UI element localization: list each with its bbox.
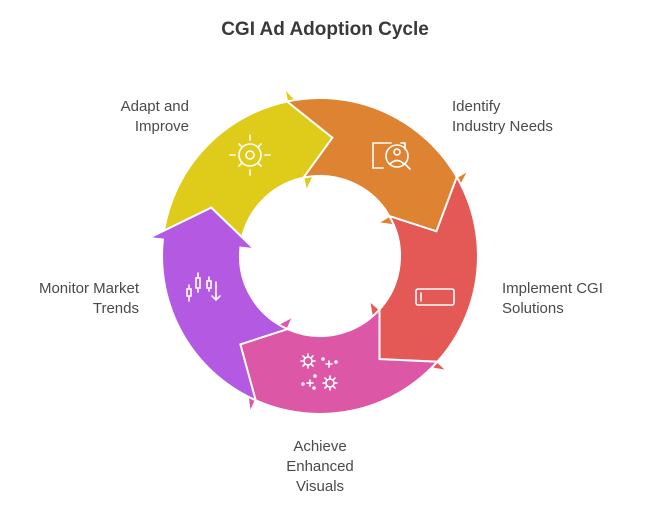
gear-sun-icon xyxy=(229,134,271,176)
sparkles-icon xyxy=(300,353,338,391)
step-label-achieve: Achieve Enhanced Visuals xyxy=(286,438,354,495)
step-label-monitor: Monitor Market Trends xyxy=(38,280,139,317)
cycle-arrow-adapt xyxy=(145,206,291,403)
search-person-icon xyxy=(372,142,411,170)
screen-icon xyxy=(415,288,455,306)
diagram-title: CGI Ad Adoption Cycle xyxy=(221,19,429,40)
step-label-identify: Identify Industry Needs xyxy=(452,98,553,135)
cycle-arrow-identify xyxy=(161,84,334,251)
cycle-arrow-implement xyxy=(284,97,472,233)
cycle-arrow-achieve xyxy=(367,174,479,373)
step-label-adapt: Adapt and Improve xyxy=(120,98,189,135)
cycle-arrow-monitor xyxy=(239,306,440,417)
step-label-implement: Implement CGI Solutions xyxy=(502,280,603,317)
candlestick-chart-icon xyxy=(186,272,221,302)
